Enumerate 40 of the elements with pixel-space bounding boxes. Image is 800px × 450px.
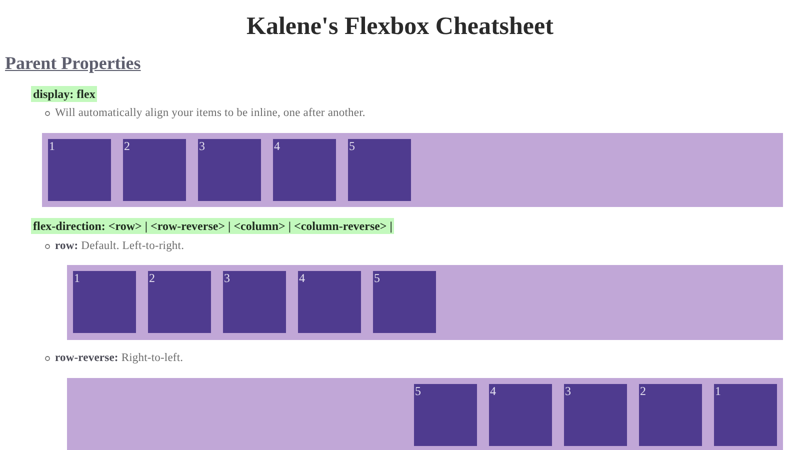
description-text: Will automatically align your items to be inline, one after another. bbox=[55, 106, 366, 120]
flex-item bbox=[123, 139, 186, 201]
section-heading: Parent Properties bbox=[5, 52, 141, 74]
flex-item bbox=[148, 271, 211, 333]
item-number: 1 bbox=[74, 272, 80, 285]
description-text: row: Default. Left-to-right. bbox=[55, 239, 184, 253]
page-title: Kalene's Flexbox Cheatsheet bbox=[246, 12, 554, 42]
item-number: 5 bbox=[349, 140, 355, 153]
flex-item bbox=[714, 384, 777, 446]
item-number: 3 bbox=[199, 140, 205, 153]
item-number: 4 bbox=[490, 385, 496, 398]
item-number: 4 bbox=[274, 140, 280, 153]
flex-item bbox=[198, 139, 261, 201]
flex-item bbox=[73, 271, 136, 333]
item-number: 3 bbox=[565, 385, 571, 398]
property-code: flex-direction: <row> | <row-reverse> | <column> | <column-reverse> | bbox=[31, 218, 394, 234]
item-number: 4 bbox=[299, 272, 305, 285]
item-number: 2 bbox=[640, 385, 646, 398]
item-number: 5 bbox=[415, 385, 421, 398]
item-number: 1 bbox=[715, 385, 721, 398]
item-number: 5 bbox=[374, 272, 380, 285]
flex-container bbox=[67, 265, 783, 340]
item-number: 2 bbox=[124, 140, 130, 153]
property-code: display: flex bbox=[31, 86, 98, 102]
flex-item bbox=[639, 384, 702, 446]
item-number: 1 bbox=[49, 140, 55, 153]
flex-item bbox=[273, 139, 336, 201]
flex-item bbox=[373, 271, 436, 333]
flex-item bbox=[414, 384, 477, 446]
item-number: 2 bbox=[149, 272, 155, 285]
flex-container bbox=[42, 133, 783, 207]
flex-item bbox=[489, 384, 552, 446]
flex-container bbox=[67, 378, 783, 450]
flex-item bbox=[298, 271, 361, 333]
description-text: row-reverse: Right-to-left. bbox=[55, 351, 184, 365]
item-number: 3 bbox=[224, 272, 230, 285]
flex-item bbox=[348, 139, 411, 201]
flex-item bbox=[564, 384, 627, 446]
flex-item bbox=[223, 271, 286, 333]
flex-item bbox=[48, 139, 111, 201]
